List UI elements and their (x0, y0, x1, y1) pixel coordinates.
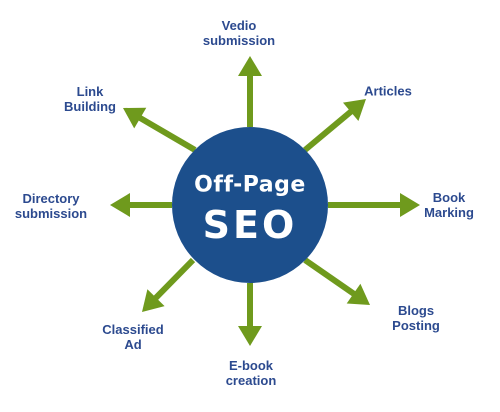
arrow-head-video-submission (238, 56, 262, 76)
arrow-link-building (123, 107, 197, 153)
arrow-head-blogs-posting (346, 283, 370, 305)
arrow-head-articles (343, 99, 366, 121)
label-line: Blogs (397, 303, 435, 318)
label-line: Posting (392, 318, 440, 333)
arrow-head-link-building (123, 107, 147, 129)
label-line: E-book (228, 358, 274, 373)
label-line: Vedio (221, 18, 257, 33)
label-line: Building (64, 99, 116, 114)
arrow-head-book-marking (400, 193, 420, 217)
label-line: Marking (424, 205, 474, 220)
hub-circle (172, 127, 328, 283)
arrow-shaft-link-building (137, 114, 197, 153)
arrow-book-marking (328, 193, 420, 217)
arrow-shaft-articles (303, 108, 355, 153)
arrow-video-submission (238, 56, 262, 127)
arrow-head-e-book-creation (238, 326, 262, 346)
arrow-shaft-classified-ad (152, 257, 196, 302)
label-line: Classified (102, 322, 164, 337)
label-line: Book (432, 190, 466, 205)
arrow-directory-submission (110, 193, 172, 217)
label-line: Link (76, 84, 104, 99)
label-line: submission (14, 206, 88, 221)
arrow-head-directory-submission (110, 193, 130, 217)
hub-title: Off-Page (194, 172, 306, 198)
arrow-classified-ad (142, 257, 196, 312)
arrow-articles (303, 99, 366, 153)
label-line: Articles (364, 83, 412, 99)
label-line: Ad (124, 337, 142, 352)
label-articles: Articles (328, 84, 448, 99)
label-line: submission (202, 33, 276, 48)
arrow-blogs-posting (303, 257, 370, 305)
arrow-e-book-creation (238, 283, 262, 346)
arrow-head-classified-ad (142, 289, 165, 312)
label-line: Directory (22, 191, 80, 206)
hub-subtitle: SEO (202, 203, 298, 247)
arrow-shaft-blogs-posting (303, 257, 357, 298)
label-line: creation (225, 373, 277, 388)
